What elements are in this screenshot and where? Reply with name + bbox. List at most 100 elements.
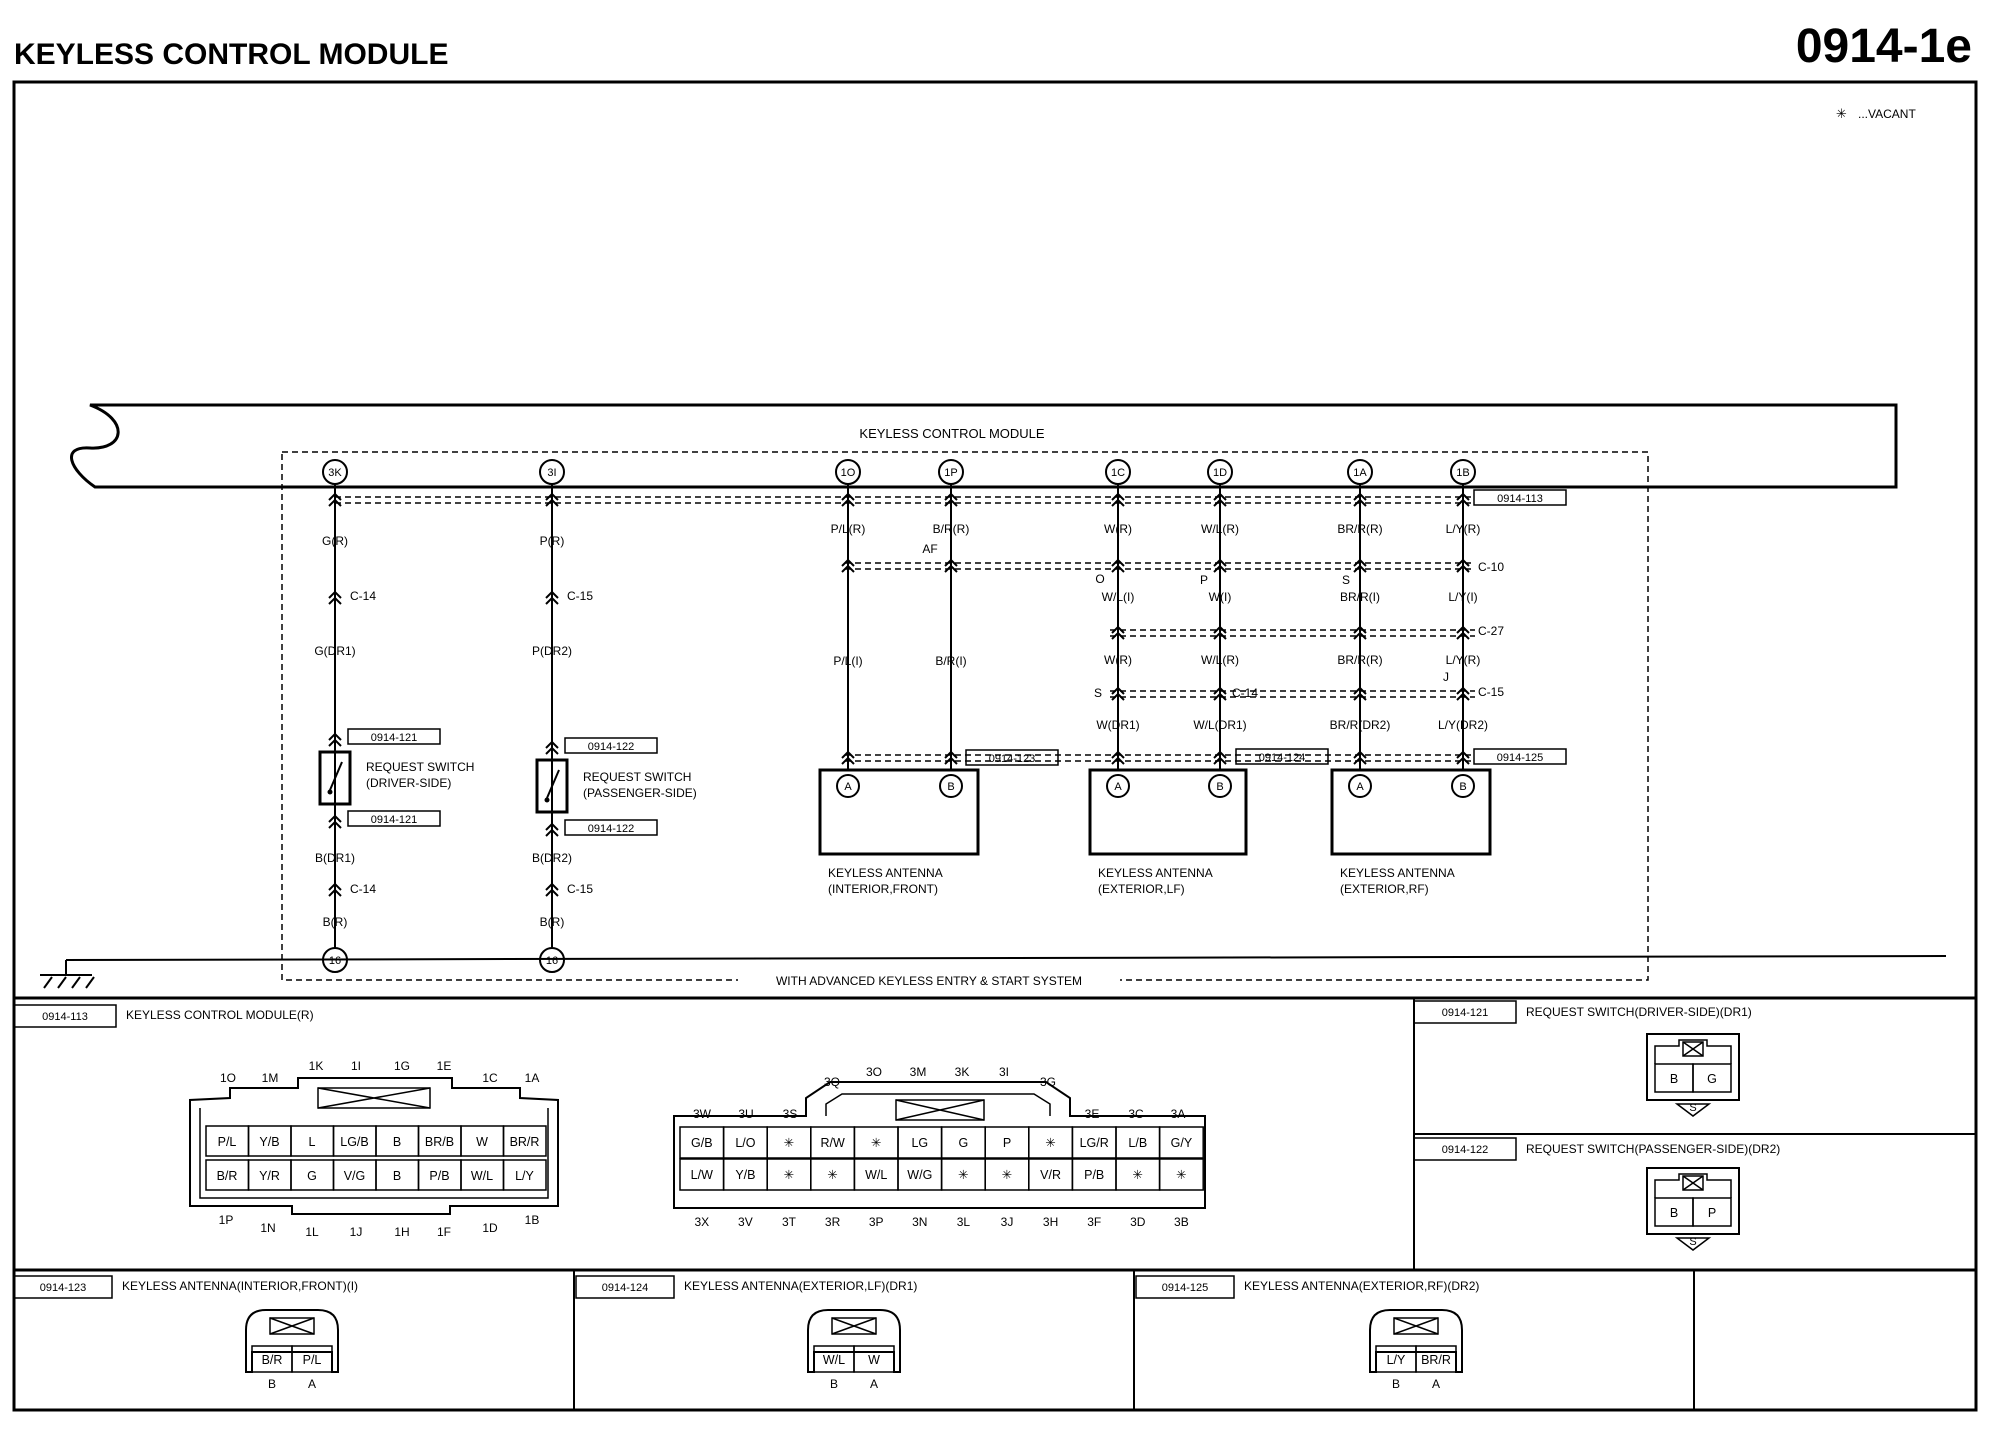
sw2-name2: (PASSENGER-SIDE) — [583, 786, 697, 800]
ant2-name1: KEYLESS ANTENNA — [1098, 866, 1213, 880]
pin-3k: 3K — [328, 467, 342, 479]
page-title: KEYLESS CONTROL MODULE — [14, 38, 448, 71]
kcm-right-cell-label: ✳ — [784, 1136, 794, 1150]
chevron-c10-2 — [1111, 558, 1125, 573]
swdrv-name: REQUEST SWITCH(DRIVER-SIDE)(DR1) — [1526, 1005, 1752, 1019]
pin-1p: 1P — [944, 467, 957, 479]
wire-1a-upper: BR/R(R) — [1337, 522, 1382, 536]
chevron-c1415-0 — [1111, 686, 1125, 701]
wire-1a-lower: BR/R(DR2) — [1330, 718, 1391, 732]
gpin-16-a: 16 — [329, 955, 341, 967]
kcm-left-cell-label: Y/R — [259, 1169, 280, 1183]
kcm-left-bot-pin: 1D — [482, 1221, 498, 1235]
kcm-left-cell-label: P/L — [218, 1135, 237, 1149]
shield-lines — [335, 496, 1475, 762]
chevron-c10-1 — [944, 558, 958, 573]
ant2-pin-a: A — [1114, 781, 1122, 793]
sw2-ref-top: 0914-122 — [588, 741, 635, 753]
chevron-ant-4 — [1353, 750, 1367, 765]
swdrv-ref: 0914-121 — [1442, 1007, 1489, 1019]
kcm-right-top-pin: 3Q — [824, 1075, 840, 1089]
antenna-exterior-lf: A B 0914-124 KEYLESS ANTENNA (EXTERIOR,L… — [1088, 748, 1329, 896]
kcm-right-cell: Y/B — [722, 1158, 768, 1191]
kcm-left-cell-label: LG/B — [340, 1135, 369, 1149]
wire-1b-lower: L/Y(DR2) — [1438, 718, 1488, 732]
kcm-right-top-pin: 3O — [866, 1065, 882, 1079]
wire-1a-mid2: BR/R(R) — [1337, 653, 1382, 667]
chevron-sw-3 — [545, 822, 559, 837]
panel-kcm-header: 0914-113 KEYLESS CONTROL MODULE(R) — [13, 1004, 314, 1028]
kcm-right-bot-pin: 3X — [694, 1215, 709, 1229]
connector-chevrons — [328, 492, 1470, 897]
panel-ant-lf-header: 0914-124 KEYLESS ANTENNA(EXTERIOR,LF)(DR… — [575, 1275, 917, 1299]
chevron-top-2 — [841, 492, 855, 507]
chevron-c27-3 — [1456, 625, 1470, 640]
chevron-c10-5 — [1456, 558, 1470, 573]
chevron-c1415-3 — [1456, 686, 1470, 701]
switch-cell-label: B — [1670, 1072, 1678, 1086]
wire-1o: 1O P/L(R) P/L(I) — [831, 459, 865, 770]
kcm-left-cell: P/L — [205, 1125, 250, 1157]
chevron-top-4 — [1111, 492, 1125, 507]
kcm-right-cell-label: W/G — [907, 1168, 932, 1182]
wire-1c-upper: W(R) — [1104, 522, 1132, 536]
panel-sw-drv-header: 0914-121 REQUEST SWITCH(DRIVER-SIDE)(DR1… — [1413, 1000, 1752, 1024]
conn-label-c10: C-10 — [1478, 560, 1504, 574]
antenna-cell-label: L/Y — [1387, 1353, 1406, 1367]
wire-1c-mark1: O — [1095, 572, 1104, 586]
switch-tab-label: S — [1689, 1102, 1696, 1114]
kcm-right-cell: W/L — [853, 1158, 899, 1191]
wire-3k-lower: G(DR1) — [314, 644, 355, 658]
wire-3i-conn: C-15 — [567, 589, 593, 603]
swpass-ref: 0914-122 — [1442, 1144, 1489, 1156]
kcm-left-top-pin: 1O — [220, 1071, 236, 1085]
ant3-pin-b: B — [1459, 781, 1466, 793]
wire-3k: 3K G(R) C-14 G(DR1) 0914-121 0914-121 RE… — [314, 459, 474, 973]
ant3-ref: 0914-125 — [1497, 752, 1544, 764]
kcm-right-cell-label: ✳ — [1002, 1168, 1012, 1182]
ant1-name2: (INTERIOR,FRONT) — [828, 882, 938, 896]
conn-label-c27: C-27 — [1478, 624, 1504, 638]
antrf-ref: 0914-125 — [1162, 1282, 1209, 1294]
ground-line — [40, 955, 1947, 989]
chevron-c1415-2 — [1353, 686, 1367, 701]
wire-1b-upper: L/Y(R) — [1446, 522, 1481, 536]
kcm-left-top-pin: 1K — [309, 1059, 324, 1073]
kcm-right-top-pin: 3U — [738, 1107, 753, 1121]
kcm-right-cell: G/B — [679, 1126, 725, 1159]
kcm-left-cell-label: W/L — [471, 1169, 493, 1183]
ant3-name1: KEYLESS ANTENNA — [1340, 866, 1455, 880]
chevron-top-1 — [545, 492, 559, 507]
sw1-conn: C-14 — [350, 882, 376, 896]
wire-1d-mid1: W(I) — [1209, 590, 1232, 604]
kcm-right-bot-pin: 3L — [957, 1215, 971, 1229]
antenna-pin-label: B — [1392, 1377, 1400, 1391]
chevron-ant-1 — [944, 750, 958, 765]
kcm-left-cell: B/R — [205, 1159, 250, 1191]
kcm-right-cell: L/O — [722, 1126, 768, 1159]
wire-1p-upper: B/R(R) — [933, 522, 970, 536]
option-dashed-box — [281, 451, 1649, 981]
kcm-right-cell: ✳ — [766, 1158, 812, 1191]
conn-label-c14-right: C-14 — [1232, 686, 1258, 700]
antenna-exterior-rf: A B 0914-125 KEYLESS ANTENNA (EXTERIOR,R… — [1330, 748, 1567, 896]
kcm-right-bot-pin: 3B — [1174, 1215, 1189, 1229]
kcm-right-top-pin: 3I — [999, 1065, 1009, 1079]
antenna-cell-label: W/L — [823, 1353, 845, 1367]
kcm-left-cell-label: V/G — [344, 1169, 366, 1183]
antenna-pin-label: B — [830, 1377, 838, 1391]
kcm-left-cell-label: B — [393, 1135, 401, 1149]
antenna-pin-label: A — [308, 1377, 316, 1391]
kcm-left-cell: P/B — [417, 1159, 462, 1191]
sw2-lower: B(DR2) — [532, 851, 572, 865]
sw1-name1: REQUEST SWITCH — [366, 760, 474, 774]
ant3-pin-a: A — [1356, 781, 1364, 793]
chevron-top-0 — [328, 492, 342, 507]
wire-1d: 1D W/L(R) P W(I) W/L(R) W/L(DR1) — [1193, 459, 1247, 770]
kcm-right-cell: ✳ — [766, 1126, 812, 1159]
